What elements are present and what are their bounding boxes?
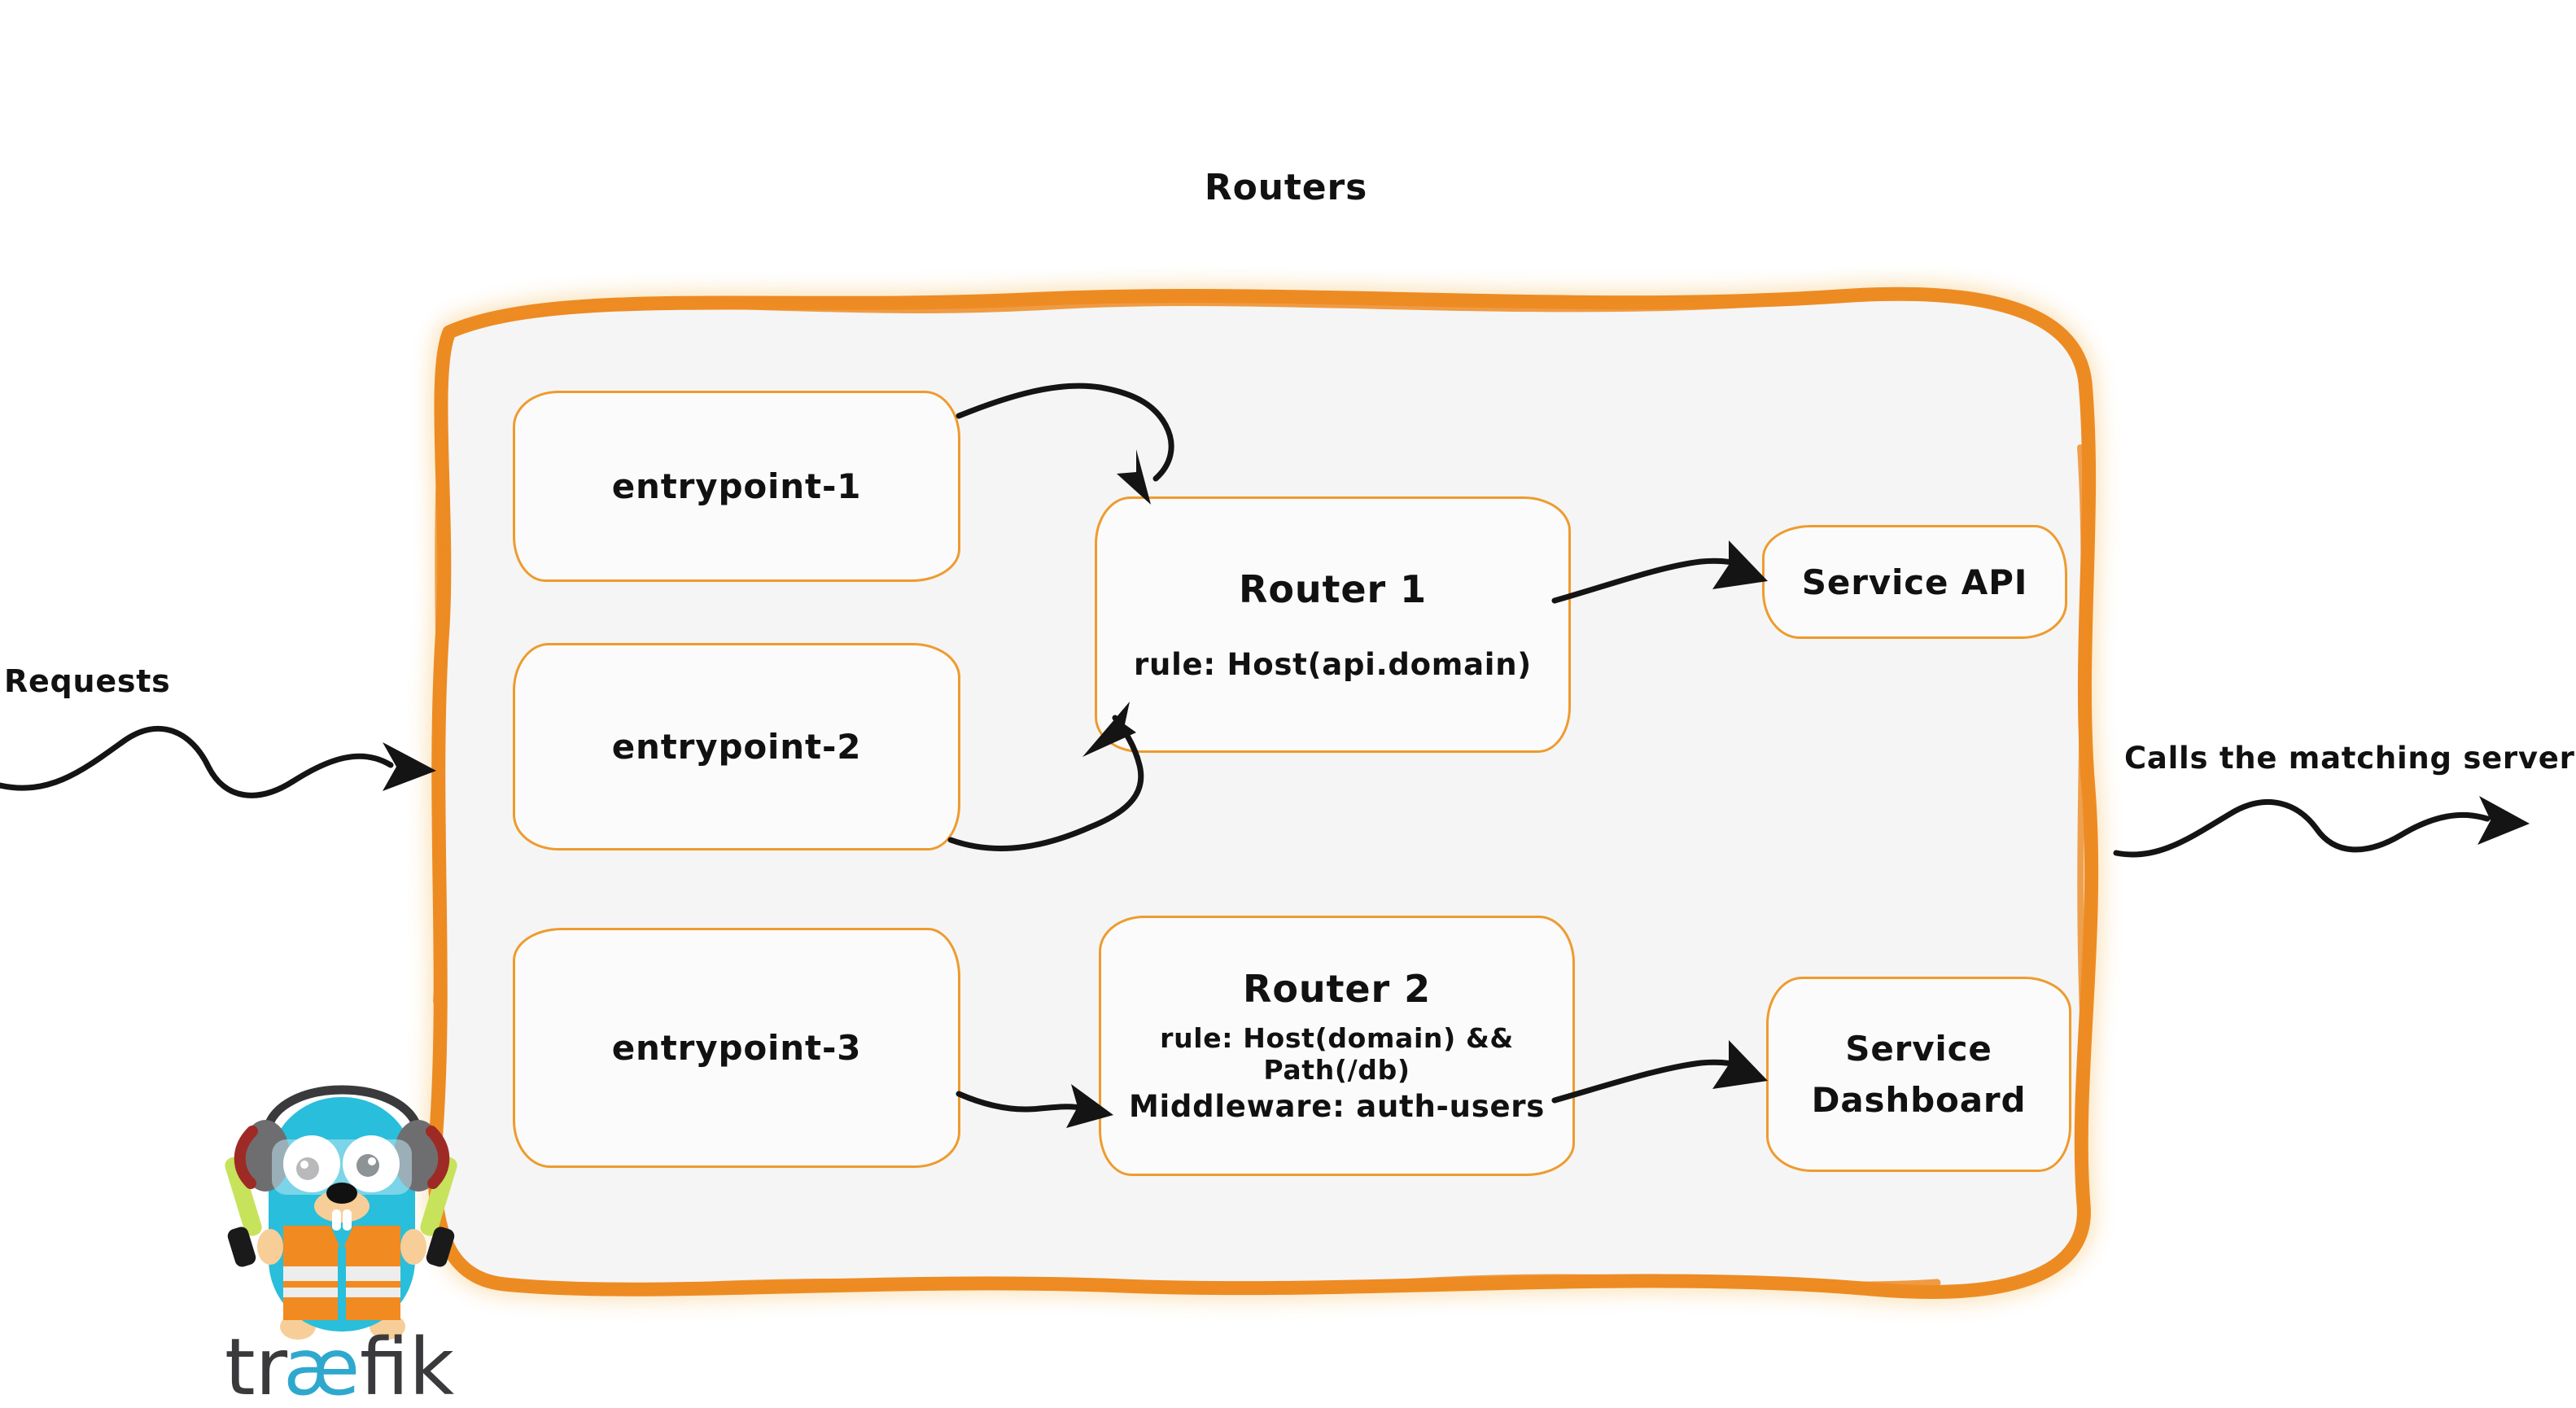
router-rule: rule: Host(domain) && Path(/db) bbox=[1160, 1021, 1514, 1086]
entrypoint-label: entrypoint-2 bbox=[611, 727, 862, 767]
traefik-wordmark: tr æ fik bbox=[225, 1322, 454, 1408]
marshalling-wands bbox=[225, 1157, 457, 1267]
traefik-logo: tr æ fik bbox=[220, 1034, 464, 1408]
container-border-sketch-top bbox=[501, 297, 1795, 318]
wordmark-part3: fik bbox=[360, 1322, 454, 1408]
service-box-api[interactable]: Service API bbox=[1762, 525, 2067, 639]
service-label-line2: Dashboard bbox=[1811, 1080, 2027, 1120]
container-border-sketch-right bbox=[2077, 444, 2088, 1069]
container-border-sketch-bottom bbox=[614, 1274, 1941, 1295]
wordmark-part2: æ bbox=[283, 1322, 360, 1408]
router-box-2[interactable]: Router 2 rule: Host(domain) && Path(/db)… bbox=[1099, 916, 1575, 1176]
entrypoint-box-3[interactable]: entrypoint-3 bbox=[513, 928, 960, 1168]
router-rule: rule: Host(api.domain) bbox=[1134, 647, 1532, 682]
entrypoint-label: entrypoint-3 bbox=[611, 1028, 862, 1068]
gopher-hand-right bbox=[400, 1229, 426, 1265]
safety-vest bbox=[283, 1226, 400, 1322]
page-title: Routers bbox=[1204, 167, 1368, 208]
router-title: Router 2 bbox=[1242, 966, 1432, 1011]
service-label: Service API bbox=[1801, 562, 2028, 602]
arrow-calls-out bbox=[2113, 799, 2491, 858]
entrypoint-label: entrypoint-1 bbox=[611, 466, 862, 506]
gopher-muzzle bbox=[314, 1183, 370, 1231]
wordmark-part1: tr bbox=[225, 1322, 288, 1408]
entrypoint-box-1[interactable]: entrypoint-1 bbox=[513, 391, 960, 582]
router-middleware: Middleware: auth-users bbox=[1128, 1088, 1546, 1124]
container-border-sketch-left bbox=[433, 428, 445, 1004]
router-title: Router 1 bbox=[1238, 567, 1428, 611]
calls-matching-server-caption: Calls the matching server bbox=[2124, 741, 2575, 776]
arrowhead-calls-out bbox=[2478, 796, 2530, 845]
router-box-1[interactable]: Router 1 rule: Host(api.domain) bbox=[1095, 496, 1571, 753]
gopher-hand-left bbox=[257, 1229, 283, 1265]
arrow-requests bbox=[0, 725, 394, 798]
gopher-eyes bbox=[283, 1135, 400, 1192]
service-label-line1: Service bbox=[1845, 1029, 1992, 1069]
headphone-band bbox=[262, 1085, 423, 1136]
entrypoint-box-2[interactable]: entrypoint-2 bbox=[513, 643, 960, 850]
service-box-dashboard[interactable]: Service Dashboard bbox=[1766, 977, 2071, 1172]
requests-caption: Requests bbox=[4, 663, 171, 699]
